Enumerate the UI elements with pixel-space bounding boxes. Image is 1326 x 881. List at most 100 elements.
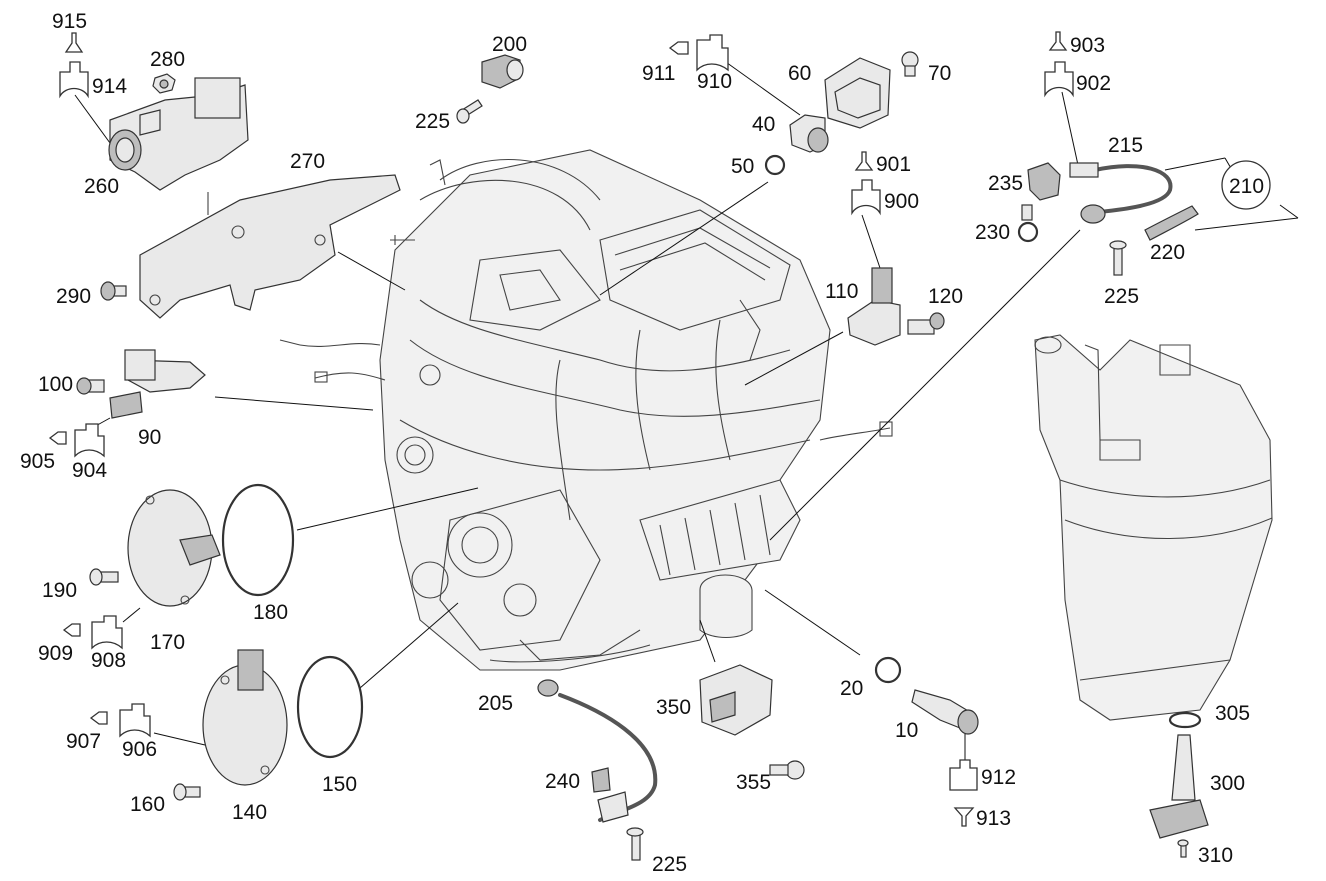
- part-220-sleeve: [1144, 205, 1199, 241]
- connector-900-housing-icon: [851, 179, 881, 216]
- label-160: 160: [130, 793, 165, 816]
- label-914: 914: [92, 75, 127, 98]
- label-350: 350: [656, 696, 691, 719]
- label-305: 305: [1215, 702, 1250, 725]
- part-300-sensor: [1149, 734, 1209, 839]
- part-225-bolt-top: [456, 99, 483, 124]
- label-220: 220: [1150, 241, 1185, 264]
- part-270-bracket: [139, 174, 401, 319]
- connector-910-housing-icon: [696, 34, 729, 72]
- part-10-sensor: [911, 689, 979, 735]
- label-90: 90: [138, 426, 161, 449]
- part-70-screw: [901, 51, 919, 77]
- part-240-clip: [591, 767, 611, 793]
- part-190-bolt: [89, 568, 119, 586]
- label-190: 190: [42, 579, 77, 602]
- connector-913-cap-icon: [953, 807, 975, 827]
- part-number-labels: 915 914 280 260 270 290 200 225 911 910 …: [20, 10, 1264, 876]
- label-911: 911: [642, 62, 675, 85]
- label-225-bottom: 225: [652, 853, 687, 876]
- connector-901-cap-icon: [854, 151, 874, 171]
- label-140: 140: [232, 801, 267, 824]
- part-50-washer: [764, 154, 786, 176]
- label-210: 210: [1229, 175, 1264, 198]
- label-355: 355: [736, 771, 771, 794]
- label-260: 260: [84, 175, 119, 198]
- part-90-sensor: [109, 349, 206, 419]
- label-900: 900: [884, 190, 919, 213]
- connector-908-housing-icon: [91, 615, 123, 650]
- part-225-bolt-bottom: [626, 827, 644, 861]
- label-70: 70: [928, 62, 951, 85]
- label-906: 906: [122, 738, 157, 761]
- label-205: 205: [478, 692, 513, 715]
- part-215-sensor-cable: [1069, 162, 1173, 224]
- part-100-bolt: [76, 377, 105, 395]
- part-210-group-circle: [1221, 160, 1271, 210]
- label-60: 60: [788, 62, 811, 85]
- label-907: 907: [66, 730, 101, 753]
- label-180: 180: [253, 601, 288, 624]
- part-180-ring: [221, 483, 295, 597]
- label-40: 40: [752, 113, 775, 136]
- connector-907-cap-icon: [89, 711, 108, 725]
- connector-915-cap-icon: [64, 32, 84, 53]
- oil-reservoir: [1034, 334, 1273, 721]
- label-310: 310: [1198, 844, 1233, 867]
- connector-909-cap-icon: [62, 623, 81, 637]
- label-120: 120: [928, 285, 963, 308]
- label-912: 912: [981, 766, 1016, 789]
- part-260-housing: [108, 77, 249, 191]
- part-40-sensor: [789, 114, 829, 153]
- label-300: 300: [1210, 772, 1245, 795]
- label-915: 915: [52, 10, 87, 33]
- label-225-top: 225: [415, 110, 450, 133]
- label-110: 110: [825, 280, 858, 303]
- part-170-cover: [127, 489, 221, 607]
- label-200: 200: [492, 33, 527, 56]
- part-205-sensor-cable: [537, 679, 658, 823]
- label-230: 230: [975, 221, 1010, 244]
- label-100: 100: [38, 373, 73, 396]
- label-913: 913: [976, 807, 1011, 830]
- label-903: 903: [1070, 34, 1105, 57]
- part-150-ring: [296, 655, 364, 759]
- connector-912-housing-icon: [949, 759, 978, 791]
- label-170: 170: [150, 631, 185, 654]
- connector-903-cap-icon: [1048, 31, 1068, 51]
- label-290: 290: [56, 285, 91, 308]
- connector-904-housing-icon: [74, 423, 105, 458]
- connector-914-housing-icon: [59, 61, 89, 99]
- label-20: 20: [840, 677, 863, 700]
- label-908: 908: [91, 649, 126, 672]
- part-110-sensor: [847, 267, 901, 346]
- label-235: 235: [988, 172, 1023, 195]
- label-905: 905: [20, 450, 55, 473]
- label-270: 270: [290, 150, 325, 173]
- label-901: 901: [876, 153, 911, 176]
- connector-905-cap-icon: [48, 431, 67, 445]
- part-355-bolt: [769, 760, 805, 780]
- part-120-bolt: [907, 312, 945, 335]
- part-20-washer: [874, 656, 902, 684]
- part-235-clip: [1027, 162, 1061, 201]
- connector-906-housing-icon: [119, 703, 151, 738]
- label-902: 902: [1076, 72, 1111, 95]
- label-215: 215: [1108, 134, 1143, 157]
- part-280-nut: [152, 73, 176, 94]
- part-230-clamp: [1017, 204, 1039, 243]
- label-910: 910: [697, 70, 732, 93]
- part-305-ring: [1168, 711, 1202, 729]
- label-904: 904: [72, 459, 107, 482]
- part-200-sensor: [481, 54, 524, 89]
- label-150: 150: [322, 773, 357, 796]
- label-280: 280: [150, 48, 185, 71]
- part-140-cover: [202, 649, 288, 786]
- part-60-cover: [824, 57, 891, 129]
- label-225-right: 225: [1104, 285, 1139, 308]
- part-160-bolt: [173, 783, 201, 801]
- part-225-bolt-right: [1109, 240, 1127, 276]
- engine-assembly: [279, 149, 893, 671]
